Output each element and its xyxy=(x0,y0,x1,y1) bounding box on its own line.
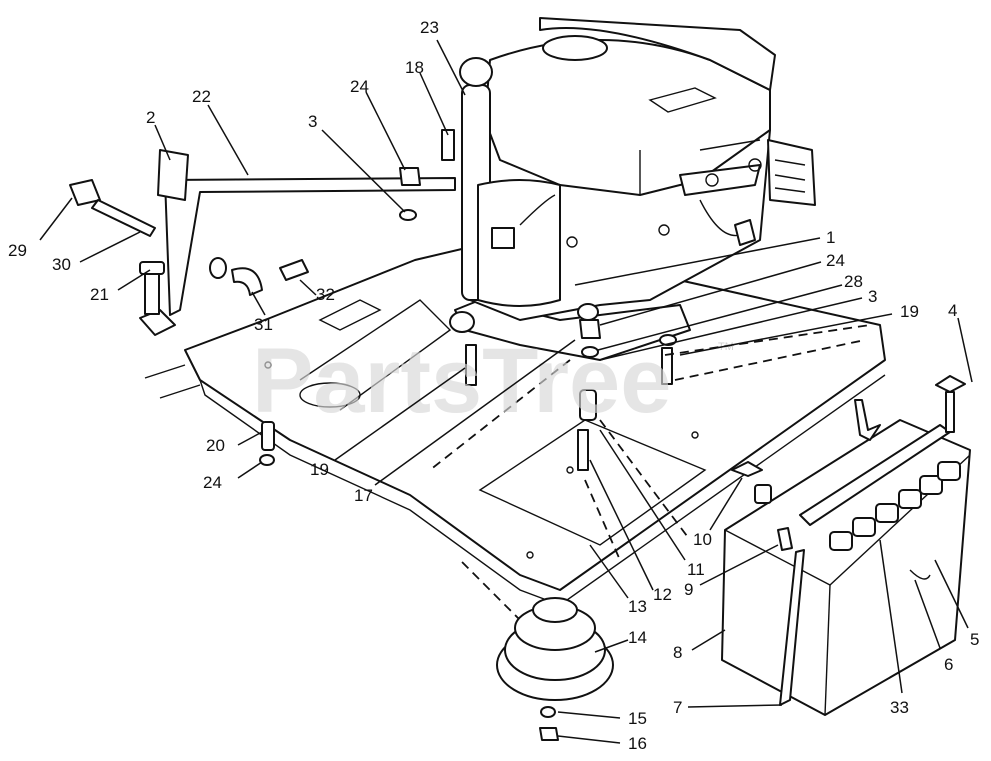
center-hardware xyxy=(429,319,871,622)
bolt-12 xyxy=(577,429,589,471)
spacer-20 xyxy=(261,421,275,451)
callout-33: 33 xyxy=(890,698,909,717)
chassis-frame xyxy=(144,239,886,606)
nut-24-center xyxy=(579,319,601,339)
battery-vent xyxy=(909,569,931,580)
leader-lines xyxy=(39,39,973,744)
stud-4 xyxy=(945,391,955,433)
j-bolt xyxy=(854,399,881,441)
callout-15: 15 xyxy=(628,709,647,728)
wing-nut-10 xyxy=(731,461,763,477)
decal xyxy=(157,149,189,201)
callout-3-left: 3 xyxy=(308,112,317,131)
callout-14: 14 xyxy=(628,628,647,647)
callout-24-top: 24 xyxy=(350,77,369,96)
pulley xyxy=(496,597,614,741)
callout-11: 11 xyxy=(687,560,705,579)
callout-10: 10 xyxy=(693,530,712,549)
callout-29: 29 xyxy=(8,241,27,260)
elbow-31 xyxy=(231,267,263,296)
callout-4: 4 xyxy=(948,301,957,320)
fitting-32 xyxy=(279,259,309,281)
callout-5: 5 xyxy=(970,630,979,649)
callout-23: 23 xyxy=(420,18,439,37)
callout-6: 6 xyxy=(944,655,953,674)
callout-31: 31 xyxy=(254,315,273,334)
engine-shroud xyxy=(484,39,771,196)
callout-19-left: 19 xyxy=(310,460,329,479)
stud-30 xyxy=(91,199,156,237)
air-cleaner-cover xyxy=(539,17,776,91)
callout-labels: 1 2 3 3 4 5 6 7 8 9 10 11 12 13 14 15 16… xyxy=(8,18,979,753)
bolt-18 xyxy=(441,129,455,161)
nut-24-top xyxy=(399,167,421,186)
nut-24-lower xyxy=(259,454,275,466)
bolt-19-right xyxy=(661,347,673,385)
callout-9: 9 xyxy=(684,580,693,599)
throttle-bracket xyxy=(164,177,456,316)
spacer-11 xyxy=(579,389,597,421)
dipstick-cap xyxy=(459,57,493,87)
callout-19-right: 19 xyxy=(900,302,919,321)
oil-fill-cap xyxy=(542,35,608,61)
bolt-16 xyxy=(539,727,559,741)
callout-2: 2 xyxy=(146,108,155,127)
watermark: PartsTree TM xyxy=(252,330,734,432)
callout-16: 16 xyxy=(628,734,647,753)
callout-24-lower: 24 xyxy=(203,473,222,492)
bolt-9 xyxy=(777,527,793,551)
callout-28: 28 xyxy=(844,272,863,291)
rod-7 xyxy=(779,549,805,706)
watermark-trademark: TM xyxy=(718,341,734,353)
callout-20: 20 xyxy=(206,436,225,455)
callout-8: 8 xyxy=(673,643,682,662)
muffler xyxy=(767,139,816,206)
washer-3 xyxy=(399,209,417,221)
wing-nut-4 xyxy=(935,375,966,393)
watermark-text: PartsTree xyxy=(252,330,671,432)
battery xyxy=(721,375,971,716)
washer-15 xyxy=(540,706,556,718)
callout-32: 32 xyxy=(316,285,335,304)
bolt-21 xyxy=(144,271,160,315)
washer-28 xyxy=(581,346,599,358)
callout-30: 30 xyxy=(52,255,71,274)
callout-18: 18 xyxy=(405,58,424,77)
battery-tray-outline xyxy=(478,419,707,546)
engine xyxy=(449,17,816,361)
callout-17: 17 xyxy=(354,486,373,505)
callout-1: 1 xyxy=(826,228,835,247)
spacer-29 xyxy=(69,179,101,206)
bolt-19-left xyxy=(465,344,477,386)
callout-24-right: 24 xyxy=(826,251,845,270)
starter-motor xyxy=(477,179,561,307)
callout-22: 22 xyxy=(192,87,211,106)
left-bracket-assembly xyxy=(69,129,477,466)
starter-connector xyxy=(491,227,515,249)
callout-7: 7 xyxy=(673,698,682,717)
callout-3-right: 3 xyxy=(868,287,877,306)
callout-12: 12 xyxy=(653,585,672,604)
callout-13: 13 xyxy=(628,597,647,616)
callout-21: 21 xyxy=(90,285,109,304)
battery-caps-33 xyxy=(829,461,961,551)
